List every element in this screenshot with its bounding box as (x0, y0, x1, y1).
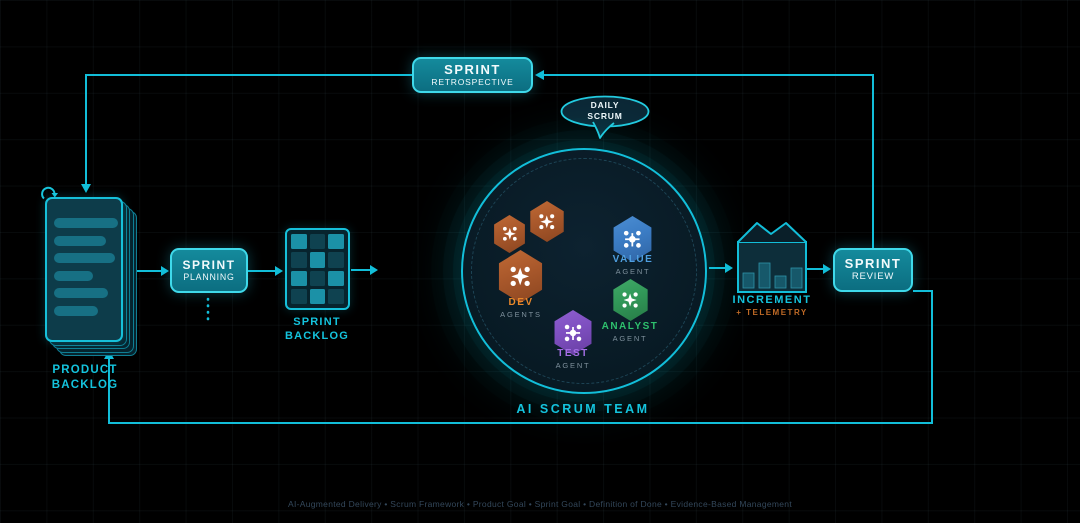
daily-scrum-bubble (560, 95, 650, 139)
line-review-to-retro (544, 74, 874, 249)
circuit-node-icon (624, 230, 641, 248)
sparkle-nodes-icon (502, 227, 517, 241)
sprint-retrospective-node: SPRINT RETROSPECTIVE (412, 57, 533, 93)
sprint-review-node: SPRINT REVIEW (833, 248, 913, 292)
arrowhead-right-team (370, 265, 378, 275)
product-backlog-icon (41, 186, 137, 356)
daily-scrum-label: DAILY SCRUM (587, 100, 623, 121)
telemetry-label: + TELEMETRY (736, 308, 808, 317)
refresh-icon (41, 186, 58, 200)
arrowhead-down-backlog (81, 184, 91, 193)
value-agent-label: VALUE AGENT (612, 254, 654, 276)
arrowhead-right-sprintbacklog (275, 266, 283, 276)
arrowhead-left-retro (535, 70, 544, 80)
increment-icon (737, 222, 807, 293)
arrowhead-right-review (823, 264, 831, 274)
footer-tagline: AI-Augmented Delivery • Scrum Framework … (288, 499, 792, 509)
line-review-feedback-loop (108, 290, 933, 424)
line-retro-to-backlog (85, 74, 412, 185)
dev-agents-label: DEV AGENTS (500, 297, 542, 319)
arrowhead-right-increment (725, 263, 733, 273)
sprint-planning-node: SPRINT PLANNING (170, 248, 248, 293)
sparkle-nodes-icon (510, 266, 531, 287)
sparkle-nodes-icon (539, 214, 555, 229)
increment-label: INCREMENT (732, 294, 812, 306)
test-agent-label: TEST AGENT (555, 348, 591, 370)
arrowhead-right-planning (161, 266, 169, 276)
circuit-node-icon (564, 324, 582, 341)
product-backlog-label: PRODUCT BACKLOG (51, 364, 119, 391)
sprint-backlog-icon (285, 228, 350, 310)
analyst-agent-label: ANALYST AGENT (601, 321, 659, 343)
sparkle-nodes-icon (622, 292, 639, 308)
sprint-backlog-label: SPRINT BACKLOG (284, 316, 349, 342)
increment-bars (742, 262, 803, 289)
backlog-page (45, 197, 123, 342)
ai-scrum-team-label: AI SCRUM TEAM (516, 402, 650, 416)
